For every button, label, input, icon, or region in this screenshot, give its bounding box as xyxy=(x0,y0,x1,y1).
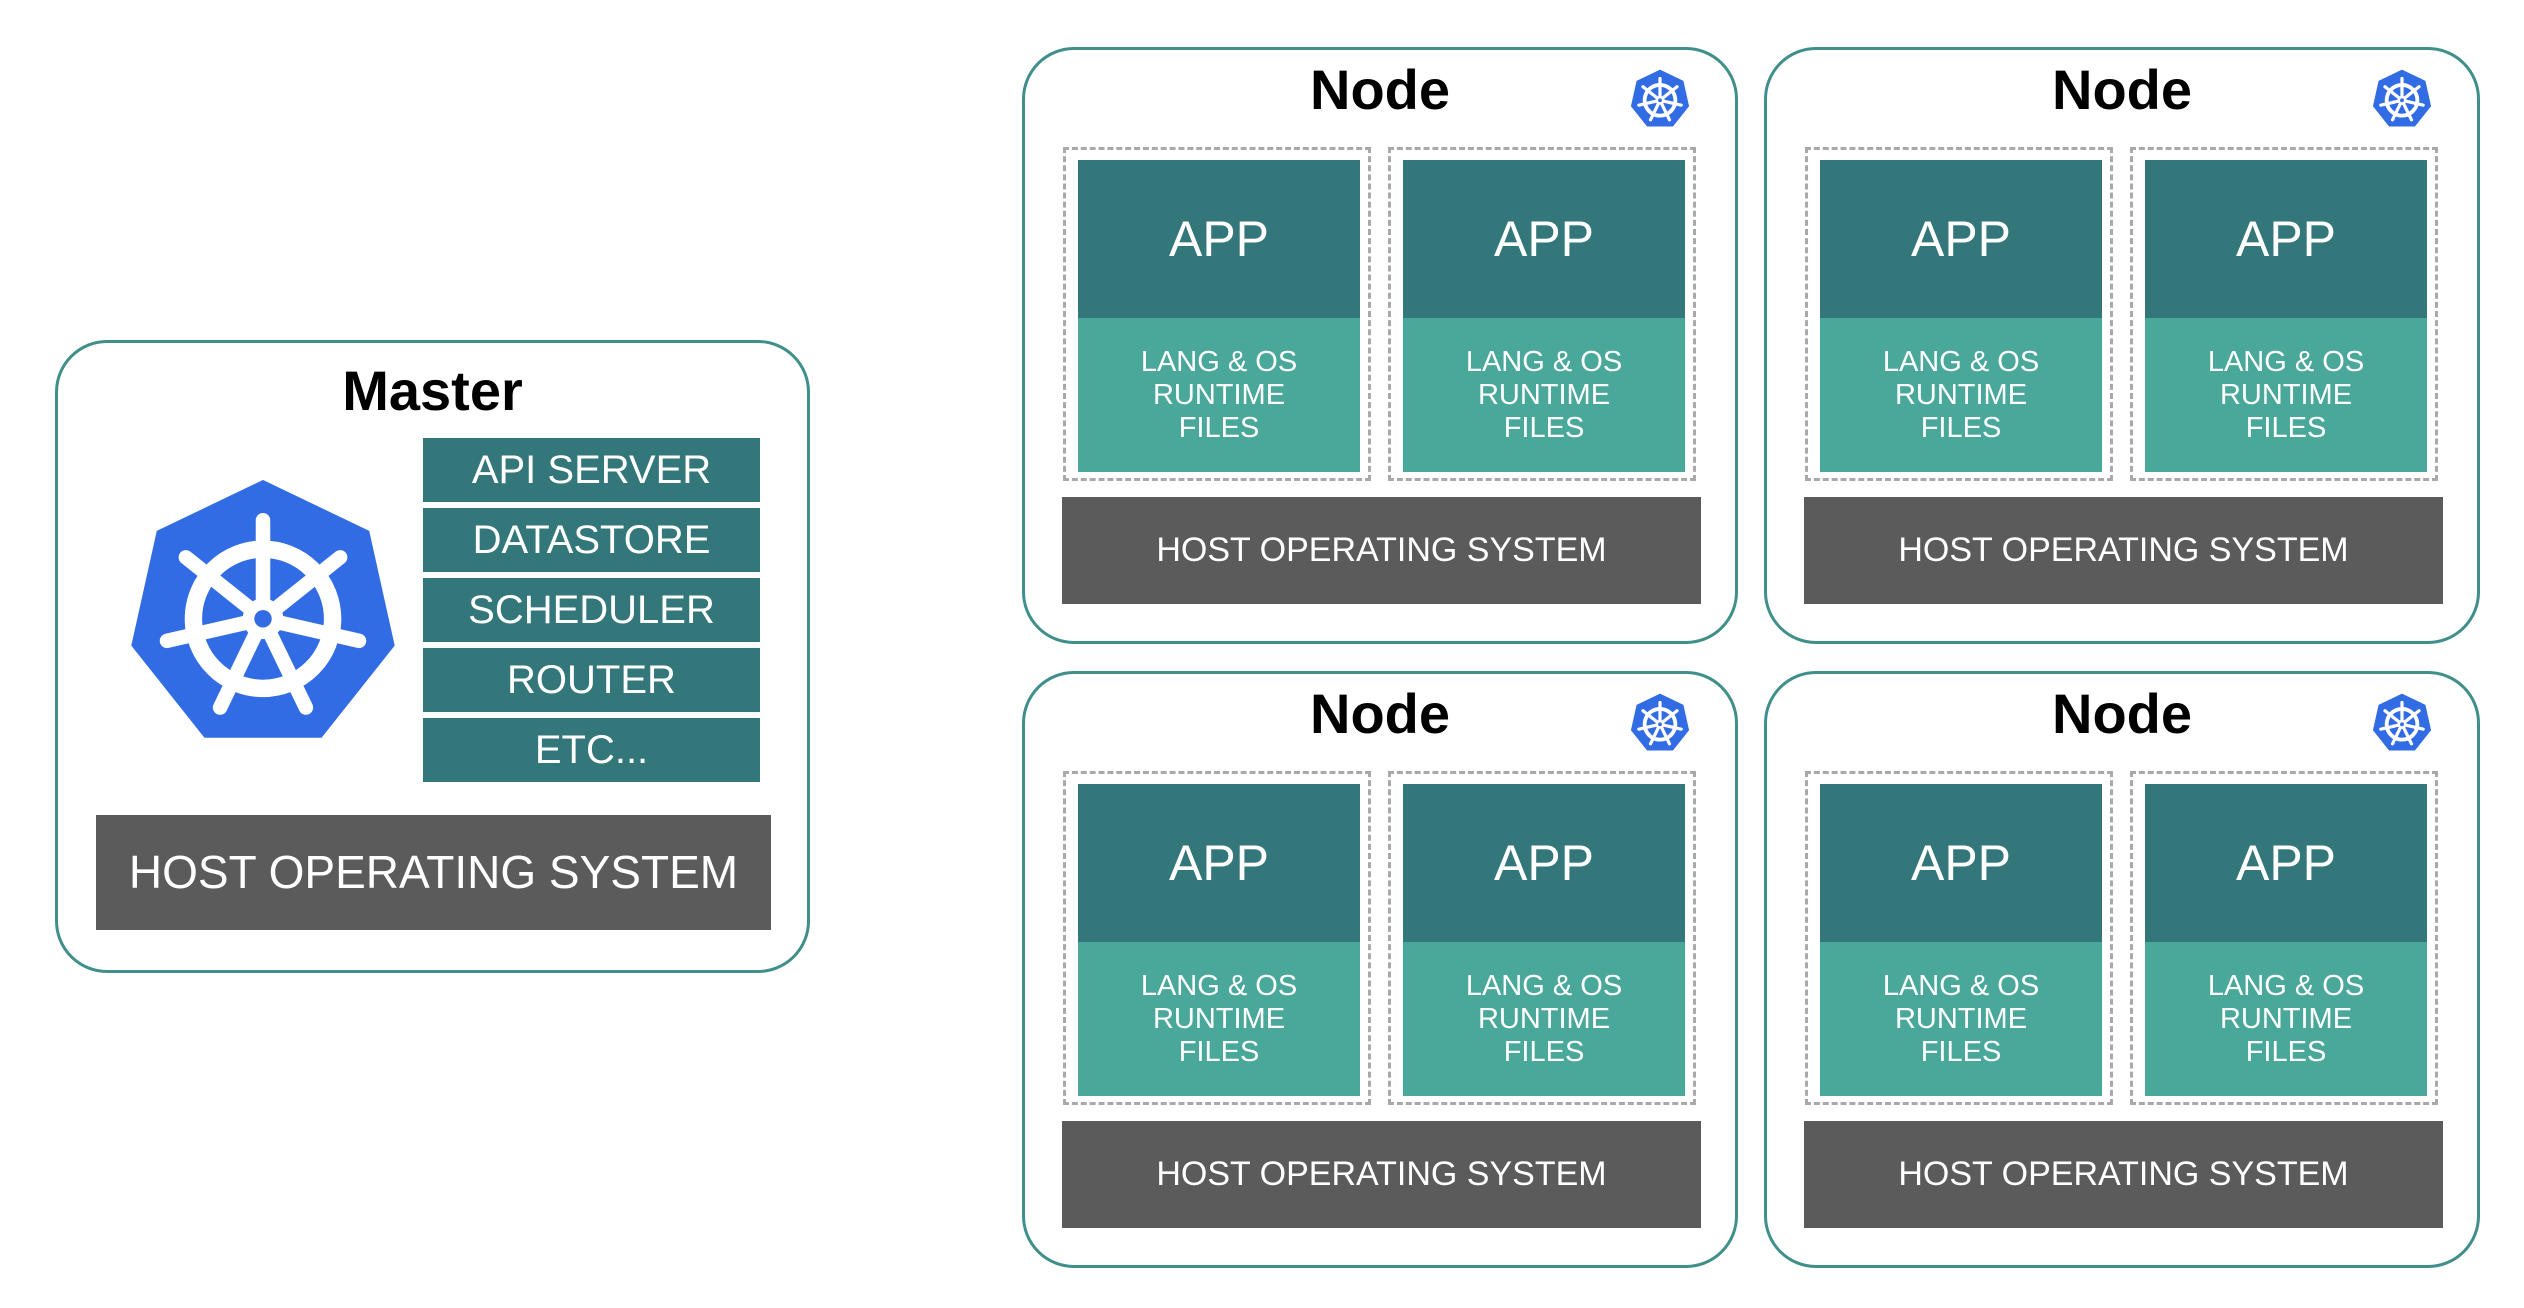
kubernetes-logo-icon xyxy=(2370,67,2434,131)
app-container: APP LANG & OS RUNTIME FILES xyxy=(1063,771,1371,1105)
node-host-os: HOST OPERATING SYSTEM xyxy=(1062,497,1701,604)
app-runtime: LANG & OS RUNTIME FILES xyxy=(2145,942,2427,1096)
runtime-line: LANG & OS xyxy=(1140,345,1298,378)
node-panel: Node APP LANG & OS RUNTIME FILES APP LAN… xyxy=(1764,671,2480,1268)
component-etc: ETC... xyxy=(423,718,760,782)
node-host-os: HOST OPERATING SYSTEM xyxy=(1804,497,2443,604)
app-container: APP LANG & OS RUNTIME FILES xyxy=(1805,771,2113,1105)
master-host-os: HOST OPERATING SYSTEM xyxy=(96,815,771,930)
runtime-line: FILES xyxy=(1920,1035,2002,1068)
runtime-line: FILES xyxy=(1503,411,1585,444)
runtime-line: FILES xyxy=(1920,411,2002,444)
app-runtime: LANG & OS RUNTIME FILES xyxy=(1820,318,2102,472)
node-title: Node xyxy=(1310,58,1450,121)
runtime-line: FILES xyxy=(1178,1035,1260,1068)
runtime-line: FILES xyxy=(1178,411,1260,444)
node-panel: Node APP LANG & OS RUNTIME FILES APP LAN… xyxy=(1022,47,1738,644)
component-router: ROUTER xyxy=(423,648,760,712)
node-host-os: HOST OPERATING SYSTEM xyxy=(1062,1121,1701,1228)
runtime-line: LANG & OS xyxy=(1882,969,2040,1002)
app-label: APP xyxy=(2145,160,2427,318)
app-runtime: LANG & OS RUNTIME FILES xyxy=(1820,942,2102,1096)
app-label: APP xyxy=(1078,784,1360,942)
runtime-line: FILES xyxy=(2245,411,2327,444)
app-container: APP LANG & OS RUNTIME FILES xyxy=(2130,771,2438,1105)
app-runtime: LANG & OS RUNTIME FILES xyxy=(1078,318,1360,472)
runtime-line: LANG & OS xyxy=(2207,969,2365,1002)
node-title: Node xyxy=(1310,682,1450,745)
node-host-os: HOST OPERATING SYSTEM xyxy=(1804,1121,2443,1228)
runtime-line: RUNTIME xyxy=(1477,1002,1611,1035)
runtime-line: LANG & OS xyxy=(2207,345,2365,378)
runtime-line: RUNTIME xyxy=(2219,1002,2353,1035)
runtime-line: FILES xyxy=(1503,1035,1585,1068)
kubernetes-logo-icon xyxy=(2370,691,2434,755)
app-container: APP LANG & OS RUNTIME FILES xyxy=(1805,147,2113,481)
master-panel: Master API SERVER DATASTORE SCHEDULER RO… xyxy=(55,340,810,973)
app-label: APP xyxy=(1078,160,1360,318)
app-runtime: LANG & OS RUNTIME FILES xyxy=(1403,318,1685,472)
component-api-server: API SERVER xyxy=(423,438,760,502)
app-runtime: LANG & OS RUNTIME FILES xyxy=(2145,318,2427,472)
runtime-line: LANG & OS xyxy=(1465,345,1623,378)
runtime-line: FILES xyxy=(2245,1035,2327,1068)
kubernetes-logo-icon xyxy=(1628,691,1692,755)
app-container: APP LANG & OS RUNTIME FILES xyxy=(1388,147,1696,481)
kubernetes-logo-icon xyxy=(118,468,408,758)
component-scheduler: SCHEDULER xyxy=(423,578,760,642)
app-runtime: LANG & OS RUNTIME FILES xyxy=(1403,942,1685,1096)
app-container: APP LANG & OS RUNTIME FILES xyxy=(2130,147,2438,481)
runtime-line: LANG & OS xyxy=(1140,969,1298,1002)
runtime-line: RUNTIME xyxy=(2219,378,2353,411)
master-title: Master xyxy=(342,359,523,422)
runtime-line: RUNTIME xyxy=(1894,378,2028,411)
master-component-list: API SERVER DATASTORE SCHEDULER ROUTER ET… xyxy=(423,438,760,788)
runtime-line: LANG & OS xyxy=(1882,345,2040,378)
app-container: APP LANG & OS RUNTIME FILES xyxy=(1063,147,1371,481)
node-title: Node xyxy=(2052,682,2192,745)
runtime-line: RUNTIME xyxy=(1894,1002,2028,1035)
app-label: APP xyxy=(1403,160,1685,318)
runtime-line: RUNTIME xyxy=(1152,378,1286,411)
component-datastore: DATASTORE xyxy=(423,508,760,572)
app-container: APP LANG & OS RUNTIME FILES xyxy=(1388,771,1696,1105)
app-label: APP xyxy=(2145,784,2427,942)
node-title: Node xyxy=(2052,58,2192,121)
node-panel: Node APP LANG & OS RUNTIME FILES APP LAN… xyxy=(1022,671,1738,1268)
kubernetes-logo-icon xyxy=(1628,67,1692,131)
runtime-line: LANG & OS xyxy=(1465,969,1623,1002)
app-label: APP xyxy=(1820,160,2102,318)
app-runtime: LANG & OS RUNTIME FILES xyxy=(1078,942,1360,1096)
app-label: APP xyxy=(1403,784,1685,942)
runtime-line: RUNTIME xyxy=(1152,1002,1286,1035)
node-panel: Node APP LANG & OS RUNTIME FILES APP LAN… xyxy=(1764,47,2480,644)
app-label: APP xyxy=(1820,784,2102,942)
runtime-line: RUNTIME xyxy=(1477,378,1611,411)
